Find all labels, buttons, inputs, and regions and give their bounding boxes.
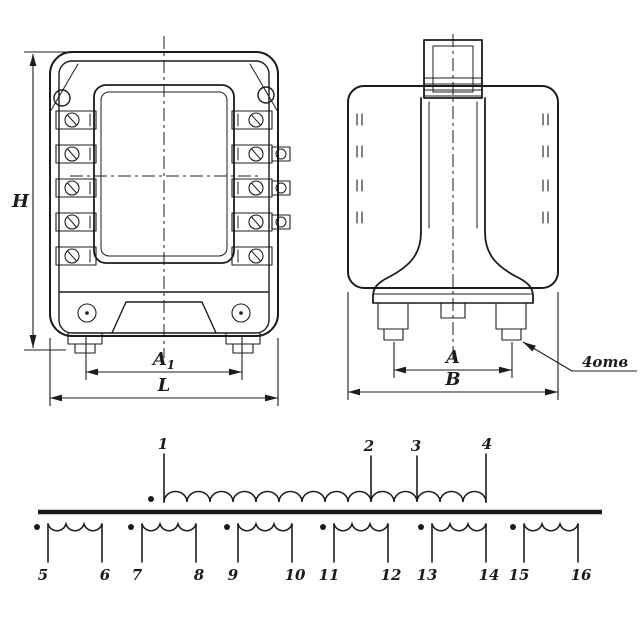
terminal-lug xyxy=(231,144,273,164)
strap-rivet-right xyxy=(257,86,275,104)
mounting-base-front xyxy=(58,291,270,354)
dim-label-a: A xyxy=(444,347,460,368)
terminal-block-inner xyxy=(432,45,474,93)
terminal-lugs-left xyxy=(55,110,97,266)
lamination-mark xyxy=(542,113,549,126)
base-hole-left-center xyxy=(85,311,89,315)
terminal-label-8: 8 xyxy=(194,566,205,584)
terminal-label-2: 2 xyxy=(363,437,374,455)
terminal-screw xyxy=(271,180,291,196)
strap-rivet-left xyxy=(53,89,71,107)
foot-left xyxy=(67,332,103,345)
terminal-label-14: 14 xyxy=(479,566,500,584)
terminal-label-13: 13 xyxy=(417,566,438,584)
polarity-dot xyxy=(148,496,154,502)
skirt-flare-left xyxy=(372,231,422,304)
holes-callout: 4отв xyxy=(522,341,637,372)
terminal-block-outer xyxy=(423,39,483,99)
center-leg-tab xyxy=(440,302,466,319)
lamination-mark xyxy=(356,179,363,192)
terminal-label-3: 3 xyxy=(411,437,421,455)
terminal-label-1: 1 xyxy=(158,435,168,453)
terminal-label-16: 16 xyxy=(571,566,592,584)
terminal-label-7: 7 xyxy=(132,566,143,584)
terminal-screw xyxy=(271,214,291,230)
dim-label-h: H xyxy=(11,191,30,212)
secondary-winding-9-10 xyxy=(223,523,293,563)
terminal-lug xyxy=(55,212,97,232)
terminal-lug xyxy=(231,246,273,266)
leader-line xyxy=(522,341,573,372)
dimension-A: A xyxy=(393,342,513,378)
secondary-winding-15-16 xyxy=(509,523,579,563)
strap-fold-right xyxy=(249,63,279,113)
terminal-lug xyxy=(231,110,273,130)
base-hole-left xyxy=(77,303,97,323)
dim-label-a1: A1 xyxy=(151,349,175,372)
base-cutout xyxy=(111,301,217,334)
lamination-mark xyxy=(356,211,363,224)
skirt-flare-right xyxy=(484,231,534,304)
terminal-label-6: 6 xyxy=(100,566,111,584)
secondary-winding-5-6 xyxy=(33,523,103,563)
primary-coil xyxy=(163,490,487,503)
terminal-lug xyxy=(55,246,97,266)
terminal-block-top xyxy=(423,39,483,99)
terminal-label-5: 5 xyxy=(38,566,48,584)
terminal-lug xyxy=(55,178,97,198)
terminal-lug xyxy=(231,212,273,232)
lamination-mark xyxy=(356,145,363,158)
base-hole-right xyxy=(231,303,251,323)
terminal-label-10: 10 xyxy=(285,566,306,584)
winding-schematic: 1 2 3 4 5 6 7 8 9 10 11 12 13 14 15 16 xyxy=(33,435,602,584)
holes-note-label: 4отв xyxy=(582,353,628,371)
secondary-winding-13-14 xyxy=(417,523,487,563)
foot-right-bolt-side xyxy=(501,328,522,341)
terminal-screw xyxy=(271,146,291,162)
dimension-B: B xyxy=(347,292,559,400)
foot-right xyxy=(225,332,261,345)
dimension-L: L xyxy=(49,338,279,406)
strap-fold-left xyxy=(49,63,79,113)
foot-left-bolt-side xyxy=(383,328,404,341)
dim-label-l: L xyxy=(157,375,171,396)
front-view xyxy=(49,36,291,358)
primary-winding: 1 2 3 4 xyxy=(148,435,492,503)
terminal-lugs-right xyxy=(231,110,291,266)
lamination-mark xyxy=(542,179,549,192)
secondary-winding-7-8 xyxy=(127,523,197,563)
foot-left-side xyxy=(377,302,409,330)
secondary-windings: 5 6 7 8 9 10 11 12 13 14 15 16 xyxy=(33,523,592,584)
terminal-label-11: 11 xyxy=(319,566,340,584)
terminal-lug xyxy=(55,110,97,130)
terminal-label-15: 15 xyxy=(509,566,530,584)
foot-right-side xyxy=(495,302,527,330)
secondary-winding-11-12 xyxy=(319,523,389,563)
lamination-mark xyxy=(542,211,549,224)
terminal-label-4: 4 xyxy=(482,435,492,453)
terminal-lug xyxy=(55,144,97,164)
dim-label-b: B xyxy=(444,369,460,390)
foot-left-bolt xyxy=(74,343,96,354)
lamination-mark xyxy=(542,145,549,158)
coil-bobbin xyxy=(372,97,534,304)
lamination-mark xyxy=(356,113,363,126)
mounting-base-side xyxy=(377,302,527,341)
terminal-label-9: 9 xyxy=(228,566,239,584)
side-view xyxy=(347,34,559,362)
dimension-A1: A1 xyxy=(85,336,243,380)
dimension-H: H xyxy=(11,51,66,351)
foot-right-bolt xyxy=(232,343,254,354)
base-hole-right-center xyxy=(239,311,243,315)
terminal-label-12: 12 xyxy=(381,566,402,584)
terminal-lug xyxy=(231,178,273,198)
